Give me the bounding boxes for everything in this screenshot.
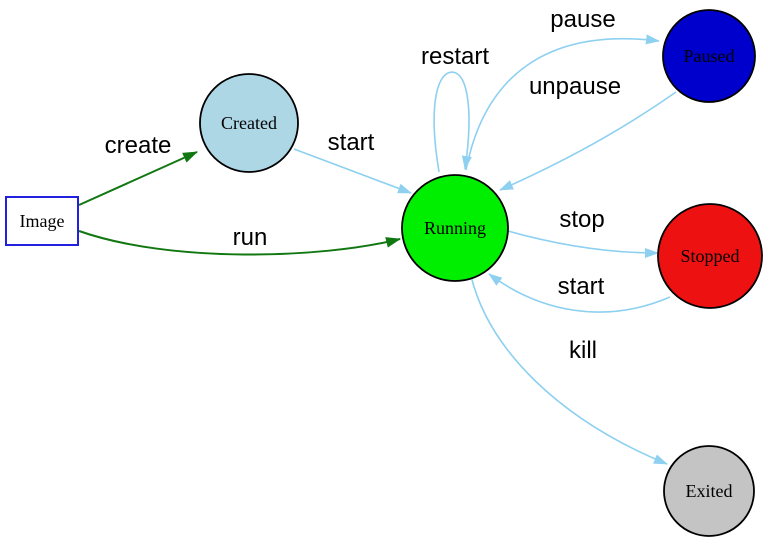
created-node-label: Created — [221, 113, 277, 133]
edges — [78, 34, 677, 465]
edge-label-kill: kill — [569, 337, 597, 364]
edge-run — [78, 230, 402, 256]
edge-restart-self-loop — [433, 71, 472, 173]
edge-create — [78, 151, 198, 206]
stopped-node-circle — [657, 203, 763, 309]
node-running: Running — [401, 174, 509, 282]
edge-kill — [470, 275, 668, 465]
edge-label-unpause: unpause — [529, 73, 621, 100]
edge-label-start-2: start — [558, 273, 605, 300]
edge-label-stop: stop — [559, 206, 604, 233]
node-image: Image — [5, 196, 79, 246]
edge-pause — [465, 34, 660, 171]
exited-node-label: Exited — [686, 481, 733, 501]
exited-node-circle — [663, 445, 755, 537]
paused-node-circle — [662, 9, 756, 103]
edge-label-start-1: start — [328, 129, 375, 156]
image-node-label: Image — [20, 211, 65, 231]
node-exited: Exited — [663, 445, 755, 537]
created-node-circle — [199, 73, 299, 173]
running-node-label: Running — [424, 218, 486, 238]
edge-label-run: run — [233, 224, 268, 251]
image-node-box — [5, 196, 79, 246]
edge-start-created-running — [293, 148, 412, 194]
edge-stop — [507, 230, 659, 258]
edge-labels: create run start restart pause unpause s… — [105, 6, 621, 364]
edge-label-create: create — [105, 132, 172, 159]
node-paused: Paused — [662, 9, 756, 103]
edge-label-pause: pause — [550, 6, 615, 33]
edge-unpause — [499, 91, 677, 191]
running-node-circle — [401, 174, 509, 282]
node-stopped: Stopped — [657, 203, 763, 309]
stopped-node-label: Stopped — [680, 246, 739, 266]
edge-label-restart: restart — [421, 43, 489, 70]
paused-node-label: Paused — [684, 46, 735, 66]
edge-start-stopped-running — [488, 273, 671, 313]
node-created: Created — [199, 73, 299, 173]
